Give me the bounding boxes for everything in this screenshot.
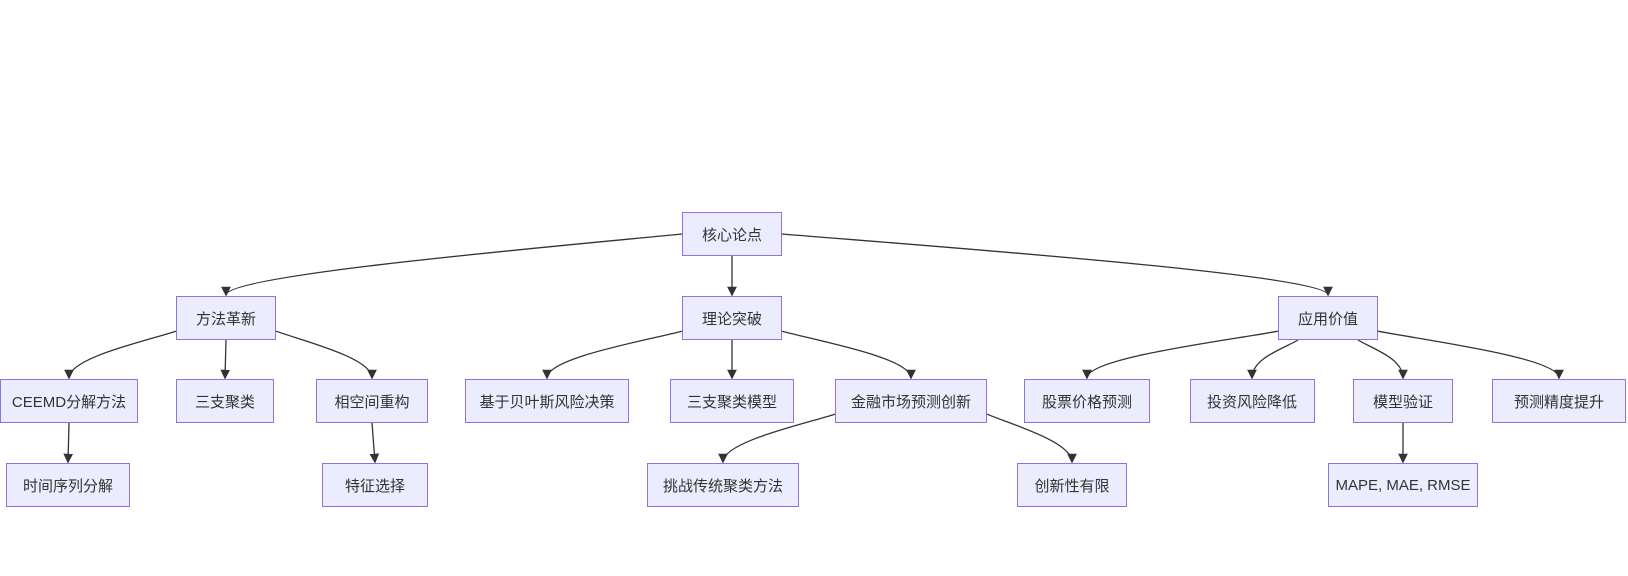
node-feature: 特征选择 <box>322 463 428 507</box>
edge-root-to-application <box>781 233 1333 297</box>
node-theory: 理论突破 <box>682 296 782 340</box>
edge-method-to-three-way <box>220 339 231 380</box>
edge-root-to-method <box>221 233 683 297</box>
edge-application-to-accuracy <box>1377 330 1564 380</box>
edge-theory-to-fin-innovation <box>781 330 916 380</box>
edge-application-to-validation <box>1357 339 1408 380</box>
node-ceemd: CEEMD分解方法 <box>0 379 138 423</box>
node-validation: 模型验证 <box>1353 379 1453 423</box>
node-application: 应用价值 <box>1278 296 1378 340</box>
node-bayes: 基于贝叶斯风险决策 <box>465 379 629 423</box>
edge-application-to-stock <box>1082 330 1279 380</box>
node-phase-space: 相空间重构 <box>316 379 428 423</box>
node-twc-model: 三支聚类模型 <box>670 379 794 423</box>
edge-application-to-risk <box>1247 339 1299 380</box>
node-challenge: 挑战传统聚类方法 <box>647 463 799 507</box>
node-three-way: 三支聚类 <box>176 379 274 423</box>
node-ts-decomp: 时间序列分解 <box>6 463 130 507</box>
node-fin-innovation: 金融市场预测创新 <box>835 379 987 423</box>
node-metrics: MAPE, MAE, RMSE <box>1328 463 1478 507</box>
edge-method-to-phase-space <box>275 330 377 380</box>
node-risk: 投资风险降低 <box>1189 379 1315 423</box>
node-method: 方法革新 <box>176 296 276 340</box>
edge-method-to-ceemd <box>64 330 177 380</box>
node-stock: 股票价格预测 <box>1024 379 1150 423</box>
edge-phase-space-to-feature <box>369 422 380 464</box>
node-root: 核心论点 <box>682 212 782 256</box>
node-accuracy: 预测精度提升 <box>1492 379 1626 423</box>
node-limited: 创新性有限 <box>1017 463 1127 507</box>
edge-group <box>63 233 1564 464</box>
edge-ceemd-to-ts-decomp <box>63 422 74 464</box>
edge-theory-to-bayes <box>542 330 683 380</box>
